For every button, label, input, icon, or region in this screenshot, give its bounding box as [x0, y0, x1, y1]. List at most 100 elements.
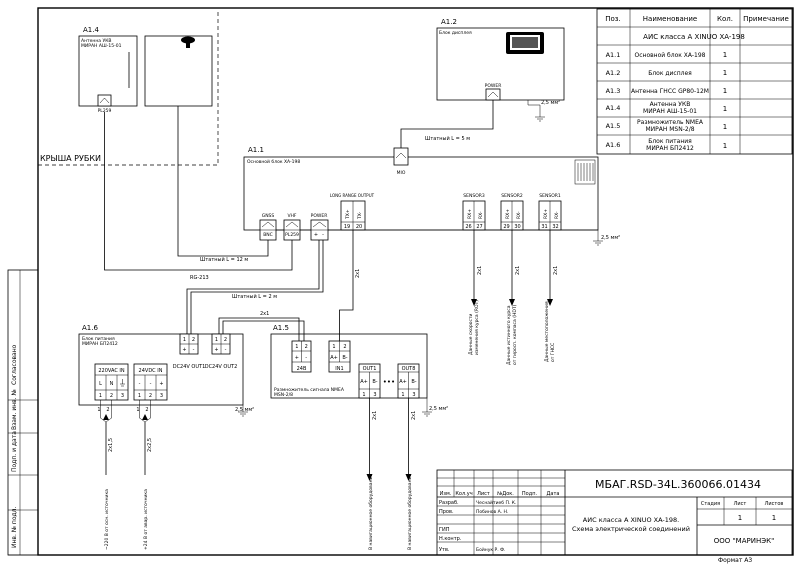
ac-feed-pin: 2	[106, 407, 109, 413]
spec-row-name: Антенна ГНСС GP80-12M	[631, 88, 709, 95]
ac-in-num: 3	[121, 393, 124, 399]
dc-out2-label: DC24V OUT2	[205, 364, 238, 370]
ac-in-pin: L	[99, 381, 102, 387]
sensor1-num: 32	[552, 224, 558, 230]
a14-title-1: Антенна УКВ	[81, 38, 112, 44]
a15-title-1: Размножитель сигнала NMEA	[274, 387, 345, 393]
psu-ground-label: 2,5 мм²	[235, 407, 254, 413]
tb-role: Н.контр.	[439, 536, 462, 542]
sensor3-num: 27	[476, 224, 482, 230]
splitter-out1-a: A+	[360, 379, 368, 385]
wire-power-splitter	[218, 317, 300, 341]
splitter-out8-b: B-	[411, 379, 416, 385]
a12-power-label: POWER	[485, 83, 502, 89]
wire-power-splitter-neg	[222, 320, 305, 341]
a15-nmea-splitter: A1.5 Размножитель сигнала NMEA MSN-2/8 1…	[270, 324, 428, 399]
a11-title: Основной блок XA-198	[247, 158, 300, 165]
tb-col-head: Изм.	[440, 491, 452, 497]
tb-col-head: Подп.	[522, 491, 538, 497]
splitter-out1-num: 3	[373, 392, 376, 398]
long-range-num: 20	[356, 224, 362, 230]
tb-sheets-head: Листов	[765, 501, 784, 507]
spec-row-name: Размножитель NMEA	[637, 119, 704, 126]
spec-row-qty: 1	[723, 123, 727, 131]
tb-name: Бойнук Р. Ф.	[476, 546, 505, 553]
spec-row-pos: A1.1	[606, 51, 621, 59]
main-ground-label: 2,5 мм²	[601, 235, 620, 241]
sensor1-pin: RX-	[554, 211, 560, 219]
splitter-dots: •••	[383, 378, 395, 386]
tb-sheet-head: Лист	[734, 501, 747, 507]
spec-row-pos: A1.3	[606, 87, 621, 95]
format-label: Формат А3	[718, 557, 752, 564]
spec-header-pos: Поз.	[605, 15, 621, 23]
sensor3-pin: RX-	[478, 211, 484, 219]
a12-display-unit: A1.2 Блок дисплея POWER	[436, 18, 565, 101]
dc-feed-pin: 1	[136, 407, 139, 413]
splitter-out1-num: 1	[362, 392, 365, 398]
gnss-conn-label: GNSS	[262, 213, 275, 219]
dc-out1-plus: +	[182, 347, 186, 353]
spec-row-qty: 1	[723, 87, 727, 95]
tb-col-head: №Док.	[497, 491, 514, 497]
splitter-out1-b: B-	[372, 379, 377, 385]
spec-header-name: Наименование	[643, 15, 697, 23]
tb-role: Разраб.	[439, 500, 459, 506]
ac-in-num: 2	[110, 393, 113, 399]
stamp-sign-date: Подп. и дата	[11, 431, 18, 472]
splitter-in1-pin: 1	[332, 344, 335, 350]
roof-zone: КРЫША РУБКИ	[38, 12, 219, 166]
dc-in-num: 1	[138, 393, 141, 399]
a16-power-supply: A1.6 Блок питания МИРАН БП2412 1 2 + - D…	[78, 324, 244, 406]
ground-icon	[535, 116, 545, 122]
dc-out1-label: DC24V OUT1	[173, 364, 206, 370]
dc-out1-pin: 1	[183, 337, 186, 343]
company-name: ООО "МАРИНЭК"	[714, 537, 775, 545]
tb-stage-head: Стадия	[701, 501, 720, 507]
long-range-label: LONG RANGE OUTPUT	[330, 193, 375, 198]
cable-2x1-label: 2x1	[372, 411, 378, 420]
spec-row-name: МИРАН БП2412	[646, 145, 694, 152]
dc-in-num: 3	[160, 393, 163, 399]
tb-role: Пров.	[439, 509, 454, 515]
splitter-in1-b: B-	[342, 355, 347, 361]
vhf-conn-label: VHF	[287, 213, 296, 219]
sensor3-pin: RX+	[467, 209, 473, 219]
splitter-out8-num: 3	[412, 392, 415, 398]
cable-2x1-label: 2x1	[553, 266, 559, 275]
sensor3-label: SENSOR3	[463, 193, 485, 199]
sensor3-desc-1: Данные скорости	[468, 313, 474, 355]
a14-vhf-antenna: A1.4 Антенна УКВ МИРАН АШ-15-01 PL259	[78, 26, 138, 114]
power-conn-label: POWER	[311, 213, 328, 219]
ground-icon	[422, 411, 432, 417]
a15-title-2: MSN-2/8	[274, 392, 293, 398]
sensor1-desc-2: от ГНСС	[550, 343, 556, 362]
wire-gnss	[177, 106, 269, 257]
spec-row-pos: A1.2	[606, 69, 621, 77]
cable-2x1-label: 2x1	[411, 411, 417, 420]
splitter-out8-a: A+	[399, 379, 407, 385]
splitter-ground-label: 2,5 мм²	[429, 406, 448, 412]
drawing-desc-2: Схема электрической соединений	[572, 525, 690, 533]
dc-in-num: 2	[149, 393, 152, 399]
tb-col-head: Дата	[547, 491, 560, 497]
a12-title: Блок дисплея	[439, 30, 472, 36]
dc-in-pin: -	[150, 381, 152, 387]
spec-header-qty: Кол.	[717, 15, 733, 23]
long-range-pin: TX-	[357, 211, 363, 220]
stamp-inv-original: Инв. № подл.	[11, 507, 18, 548]
a15-pos: A1.5	[273, 324, 289, 332]
tb-role: ГИП	[439, 527, 450, 533]
dc-feed-label: +24 В от авар. источника	[143, 489, 149, 550]
spec-table: Поз. Наименование Кол. Примечание АИС кл…	[596, 8, 793, 155]
out1-desc: В навигационное оборудование	[368, 474, 374, 550]
splitter-in1-a: A+	[330, 355, 338, 361]
drawing-code: МБАГ.RSD-34L.360066.01434	[595, 478, 761, 491]
splitter-24v-pin: 1	[295, 344, 298, 350]
splitter-24v-label: 24В	[297, 366, 307, 372]
tb-name: Чеснайтиеб П. К.	[476, 499, 516, 506]
dc-in-pin: +	[159, 381, 163, 387]
sensor1-num: 31	[541, 224, 547, 230]
ac-in-pin: N	[110, 381, 114, 387]
splitter-24v-minus: -	[305, 355, 307, 361]
